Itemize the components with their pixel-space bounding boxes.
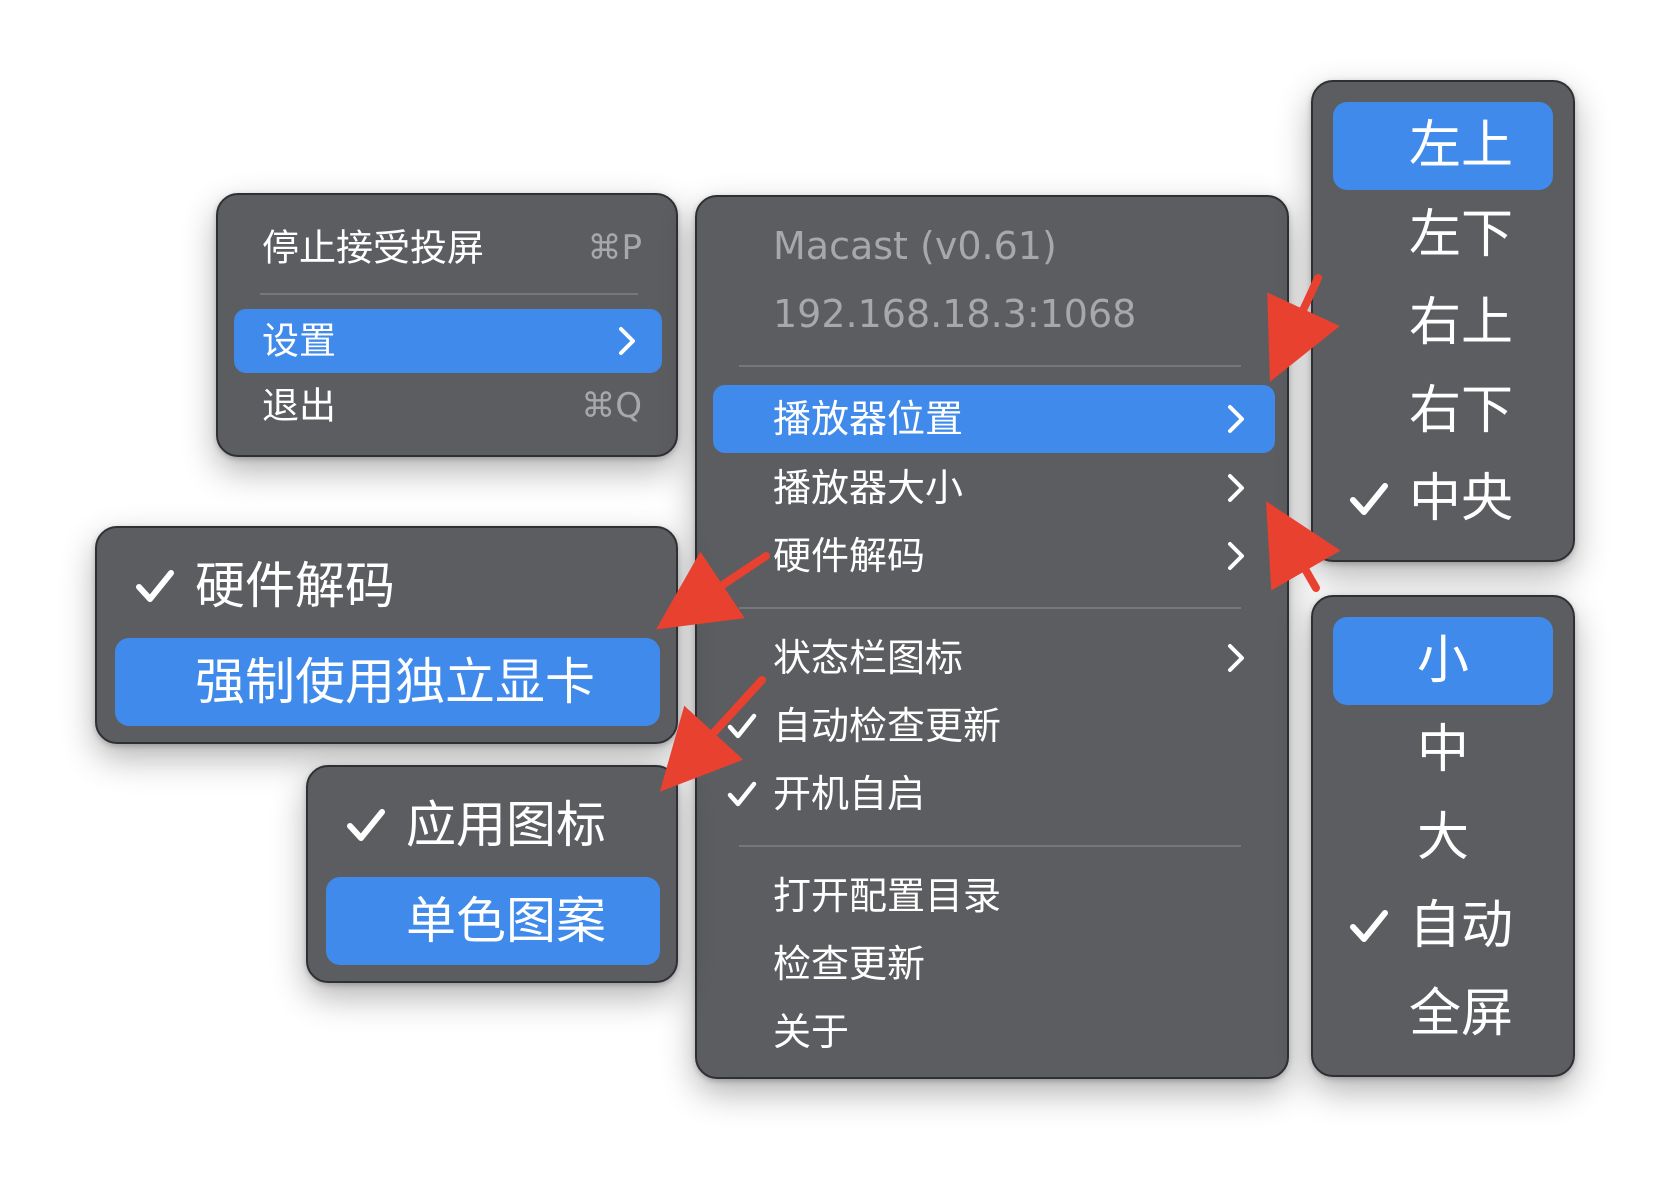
menu-item-stop-casting[interactable]: 停止接受投屏 ⌘P	[234, 217, 662, 279]
menu-item-label: 强制使用独立显卡	[195, 653, 595, 711]
menu-item-label: 播放器位置	[773, 397, 964, 441]
checkmark-icon	[1349, 481, 1389, 517]
menu-item-status-bar-icon[interactable]: 状态栏图标	[713, 625, 1275, 691]
menu-item-player-position[interactable]: 播放器位置	[713, 385, 1275, 453]
menu-item-position-bottom-left[interactable]: 左下	[1333, 192, 1553, 278]
menu-item-launch-at-login[interactable]: 开机自启	[713, 761, 1275, 827]
menu-item-label: 关于	[773, 1010, 850, 1054]
menu-item-size-auto[interactable]: 自动	[1333, 883, 1553, 969]
menu-item-label: 状态栏图标	[773, 636, 964, 680]
menu-item-label: 播放器大小	[773, 466, 964, 510]
menu-item-size-small[interactable]: 小	[1333, 617, 1553, 705]
menu-item-label: 自动	[1409, 896, 1514, 956]
app-version-label: Macast (v0.61)	[773, 224, 1057, 268]
menu-item-label: 退出	[262, 384, 336, 428]
player-size-menu: 小 中 大 自动 全屏	[1311, 595, 1575, 1077]
menu-item-force-discrete-gpu[interactable]: 强制使用独立显卡	[115, 638, 660, 726]
menu-item-label: 硬件解码	[195, 557, 395, 615]
menu-separator	[739, 365, 1241, 367]
menu-item-label: 开机自启	[773, 772, 926, 816]
menu-item-player-size[interactable]: 播放器大小	[713, 455, 1275, 521]
player-position-menu: 左上 左下 右上 右下 中央	[1311, 80, 1575, 562]
status-icon-menu: 应用图标 单色图案	[306, 765, 678, 983]
chevron-right-icon	[618, 326, 636, 356]
menu-item-auto-check-update[interactable]: 自动检查更新	[713, 693, 1275, 759]
menu-item-label: 检查更新	[773, 942, 926, 986]
menu-item-label: 设置	[262, 319, 336, 363]
menu-item-label: 全屏	[1409, 984, 1514, 1044]
menu-item-size-fullscreen[interactable]: 全屏	[1333, 971, 1553, 1057]
menu-item-position-center[interactable]: 中央	[1333, 456, 1553, 542]
chevron-right-icon	[1227, 541, 1245, 571]
checkmark-icon	[727, 780, 757, 808]
menu-item-shortcut: ⌘P	[587, 228, 642, 268]
menu-item-label: 单色图案	[406, 892, 606, 950]
settings-menu: Macast (v0.61) 192.168.18.3:1068 播放器位置 播…	[695, 195, 1289, 1079]
menu-separator	[739, 607, 1241, 609]
checkmark-icon	[346, 807, 386, 843]
server-address-text: 192.168.18.3:1068	[713, 281, 1275, 347]
checkmark-icon	[1349, 908, 1389, 944]
menu-item-position-bottom-right[interactable]: 右下	[1333, 368, 1553, 454]
menu-item-label: 中央	[1409, 469, 1514, 529]
checkmark-icon	[135, 568, 175, 604]
tray-menu: 停止接受投屏 ⌘P 设置 退出 ⌘Q	[216, 193, 678, 457]
menu-item-check-update[interactable]: 检查更新	[713, 931, 1275, 997]
menu-item-label: 右上	[1409, 293, 1514, 353]
menu-item-shortcut: ⌘Q	[581, 386, 642, 426]
menu-separator	[739, 845, 1241, 847]
server-address-label: 192.168.18.3:1068	[773, 292, 1137, 336]
chevron-right-icon	[1227, 643, 1245, 673]
menu-item-label: 停止接受投屏	[262, 226, 484, 270]
chevron-right-icon	[1227, 404, 1245, 434]
menu-item-label: 右下	[1409, 381, 1514, 441]
menu-item-settings[interactable]: 设置	[234, 309, 662, 373]
menu-item-label: 左上	[1409, 116, 1514, 176]
menu-item-label: 应用图标	[406, 796, 606, 854]
menu-item-about[interactable]: 关于	[713, 999, 1275, 1065]
menu-item-label: 中	[1417, 720, 1470, 780]
menu-item-label: 自动检查更新	[773, 704, 1002, 748]
menu-item-hardware-decode[interactable]: 硬件解码	[713, 523, 1275, 589]
checkmark-icon	[727, 712, 757, 740]
menu-separator	[260, 293, 638, 295]
hardware-decode-menu: 硬件解码 强制使用独立显卡	[95, 526, 678, 744]
menu-item-label: 打开配置目录	[773, 874, 1002, 918]
menu-item-hardware-decode-option[interactable]: 硬件解码	[115, 544, 660, 628]
menu-item-size-large[interactable]: 大	[1333, 795, 1553, 881]
menu-item-quit[interactable]: 退出 ⌘Q	[234, 375, 662, 437]
menu-item-label: 小	[1417, 631, 1470, 691]
app-version-text: Macast (v0.61)	[713, 213, 1275, 279]
menu-item-label: 左下	[1409, 205, 1514, 265]
menu-item-size-medium[interactable]: 中	[1333, 707, 1553, 793]
menu-item-open-config-dir[interactable]: 打开配置目录	[713, 863, 1275, 929]
menu-item-app-icon[interactable]: 应用图标	[326, 783, 660, 867]
menu-item-position-top-left[interactable]: 左上	[1333, 102, 1553, 190]
menu-item-monochrome-icon[interactable]: 单色图案	[326, 877, 660, 965]
menu-item-label: 大	[1417, 808, 1470, 868]
menu-item-position-top-right[interactable]: 右上	[1333, 280, 1553, 366]
menu-item-label: 硬件解码	[773, 534, 926, 578]
chevron-right-icon	[1227, 473, 1245, 503]
